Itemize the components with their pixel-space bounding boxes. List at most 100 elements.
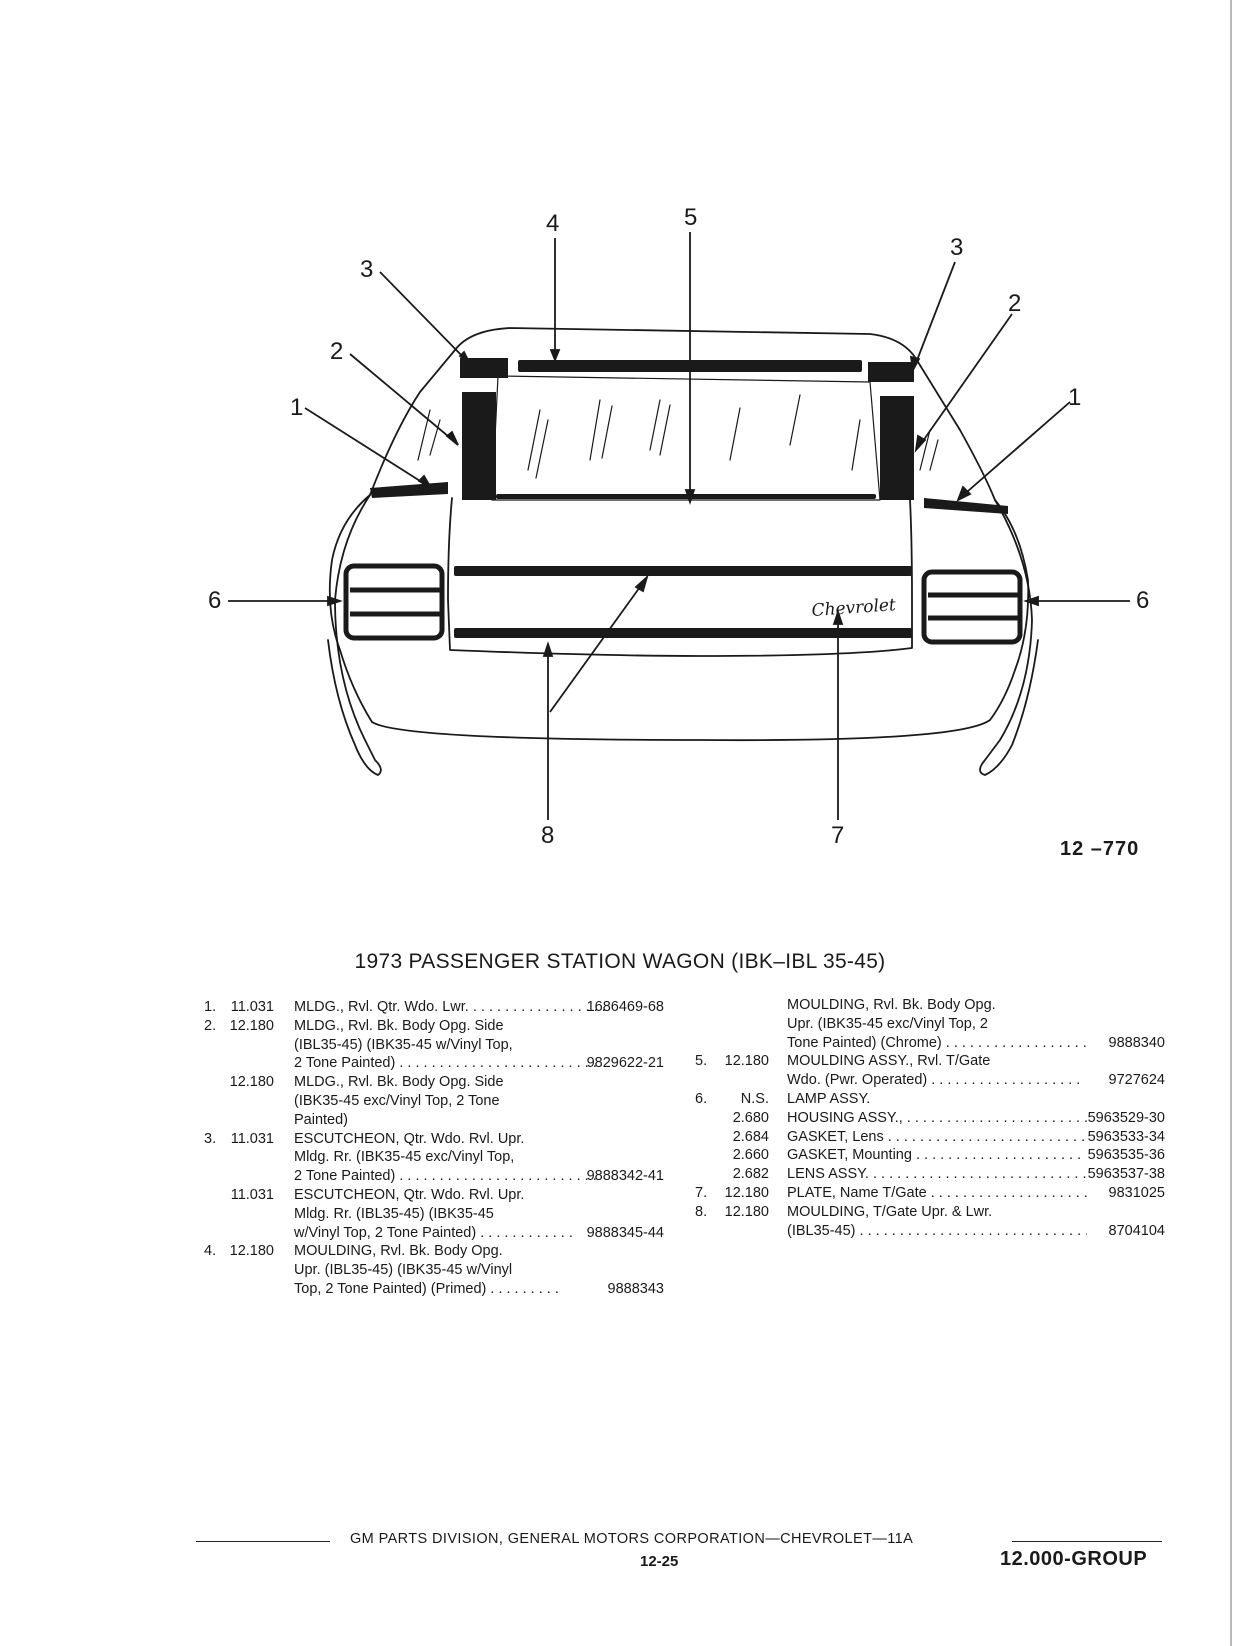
- callout-2-right: 2: [1008, 290, 1022, 317]
- part-description: (IBL35-45) (IBK35-45 w/Vinyl Top,: [294, 1036, 513, 1053]
- parts-row: Mldg. Rr. (IBK35-45 exc/Vinyl Top,: [204, 1148, 664, 1167]
- escutcheon-right: [868, 362, 914, 382]
- part-description: Upr. (IBL35-45) (IBK35-45 w/Vinyl: [294, 1262, 513, 1279]
- parts-row: 2.660 GASKET, Mounting . . . . . . . . . …: [695, 1146, 1165, 1165]
- group-code: N.S.: [740, 1090, 769, 1107]
- part-description: 2 Tone Painted) . . . . . . . . . . . . …: [294, 1168, 597, 1185]
- group-code: 2.682: [732, 1166, 769, 1183]
- item-number: 2.: [204, 1017, 217, 1034]
- qtr-moulding-left: [370, 482, 448, 498]
- parts-row: 2 Tone Painted) . . . . . . . . . . . . …: [204, 1054, 664, 1073]
- part-number: 5963533-34: [1087, 1128, 1165, 1145]
- parts-row: (IBL35-45) (IBK35-45 w/Vinyl Top,: [204, 1036, 664, 1055]
- group-code: 12.180: [229, 1017, 274, 1034]
- callout-8: 8: [541, 822, 555, 849]
- group-code: 11.031: [230, 1130, 274, 1147]
- group-code: 12.180: [229, 1074, 274, 1091]
- parts-row: 2. 12.180 MLDG., Rvl. Bk. Body Opg. Side: [204, 1017, 664, 1036]
- part-number: 9831025: [1108, 1184, 1165, 1201]
- callout-4: 4: [546, 210, 560, 237]
- group-code: 12.180: [724, 1203, 769, 1220]
- group-code: 11.031: [230, 1186, 274, 1203]
- part-description: MLDG., Rvl. Qtr. Wdo. Lwr. . . . . . . .…: [294, 999, 606, 1015]
- parts-row: Upr. (IBK35-45 exc/Vinyl Top, 2: [695, 1015, 1165, 1034]
- figure-number: 12 –770: [1060, 838, 1140, 860]
- part-description: (IBL35-45) . . . . . . . . . . . . . . .…: [787, 1222, 1087, 1239]
- part-description: MLDG., Rvl. Bk. Body Opg. Side: [294, 1017, 504, 1034]
- parts-row: w/Vinyl Top, 2 Tone Painted) . . . . . .…: [204, 1224, 664, 1243]
- parts-row: Painted): [204, 1111, 664, 1130]
- part-description: Mldg. Rr. (IBL35-45) (IBK35-45: [294, 1205, 494, 1222]
- callout-1-right: 1: [1068, 384, 1082, 411]
- group-code: 2.684: [732, 1128, 769, 1145]
- page-edge: [1230, 0, 1232, 1646]
- part-description: Wdo. (Pwr. Operated) . . . . . . . . . .…: [787, 1072, 1081, 1089]
- part-number: 1686469-68: [586, 999, 664, 1015]
- part-number: 9888340: [1108, 1034, 1165, 1051]
- parts-row: 3. 11.031 ESCUTCHEON, Qtr. Wdo. Rvl. Upr.: [204, 1130, 664, 1149]
- parts-row: (IBK35-45 exc/Vinyl Top, 2 Tone: [204, 1092, 664, 1111]
- qtr-moulding-right: [924, 498, 1008, 514]
- callout-6-right: 6: [1136, 587, 1150, 614]
- item-number: 7.: [695, 1184, 708, 1201]
- part-description: Mldg. Rr. (IBK35-45 exc/Vinyl Top,: [294, 1149, 515, 1166]
- callout-3-right: 3: [950, 234, 964, 261]
- callout-5: 5: [684, 204, 698, 231]
- tailgate-moulding-upper: [454, 566, 912, 576]
- part-description: PLATE, Name T/Gate . . . . . . . . . . .…: [787, 1184, 1087, 1201]
- tailgate-moulding-lower: [454, 628, 912, 638]
- part-number: 9829622-21: [586, 1055, 664, 1072]
- part-description: GASKET, Mounting . . . . . . . . . . . .…: [787, 1147, 1082, 1164]
- part-number: 5963529-30: [1087, 1109, 1165, 1126]
- parts-row: 7. 12.180 PLATE, Name T/Gate . . . . . . .…: [695, 1184, 1165, 1203]
- group-code: 2.660: [732, 1147, 769, 1164]
- part-description: MLDG., Rvl. Bk. Body Opg. Side: [294, 1074, 504, 1091]
- parts-list-right: MOULDING, Rvl. Bk. Body Opg. Upr. (IBK35-…: [695, 996, 1165, 1240]
- part-number: 9888342-41: [586, 1168, 664, 1185]
- chevrolet-nameplate: Chevrolet: [811, 595, 897, 621]
- parts-row: MOULDING, Rvl. Bk. Body Opg.: [695, 996, 1165, 1015]
- part-description: w/Vinyl Top, 2 Tone Painted) . . . . . .…: [294, 1224, 573, 1241]
- part-description: ESCUTCHEON, Qtr. Wdo. Rvl. Upr.: [294, 1186, 525, 1203]
- part-number: 9727624: [1108, 1072, 1165, 1089]
- footer-rule-left: [196, 1541, 330, 1542]
- footer-publisher: GM PARTS DIVISION, GENERAL MOTORS CORPOR…: [350, 1531, 914, 1547]
- item-number: 3.: [204, 1130, 217, 1147]
- body-outline-left: [328, 494, 373, 723]
- parts-row: 6. N.S. LAMP ASSY.: [695, 1090, 1165, 1109]
- group-code: 12.180: [724, 1053, 769, 1070]
- item-number: 6.: [695, 1090, 708, 1107]
- window-frame: [491, 375, 881, 501]
- left-quarter-sweep: [327, 494, 382, 776]
- tail-lamp-left: [343, 563, 445, 641]
- part-description: Top, 2 Tone Painted) (Primed) . . . . . …: [294, 1280, 559, 1297]
- escutcheon-left: [460, 358, 508, 378]
- part-number: 8704104: [1108, 1222, 1165, 1239]
- side-moulding-left: [462, 392, 496, 500]
- tail-lamp-right: [921, 569, 1023, 645]
- parts-row: 2 Tone Painted) . . . . . . . . . . . . …: [204, 1167, 664, 1186]
- item-number: 5.: [695, 1053, 708, 1070]
- part-description: ESCUTCHEON, Qtr. Wdo. Rvl. Upr.: [294, 1130, 525, 1147]
- part-description: LAMP ASSY.: [787, 1090, 871, 1107]
- parts-row: (IBL35-45) . . . . . . . . . . . . . . .…: [695, 1222, 1165, 1241]
- roof-outline: [454, 327, 996, 501]
- part-description: MOULDING, Rvl. Bk. Body Opg.: [787, 997, 996, 1013]
- group-code: 12.180: [724, 1184, 769, 1201]
- part-description: GASKET, Lens . . . . . . . . . . . . . .…: [787, 1128, 1087, 1145]
- item-number: 1.: [204, 999, 217, 1015]
- body-outline-right: [989, 499, 1030, 721]
- part-number: 5963537-38: [1087, 1166, 1165, 1183]
- item-number: 8.: [695, 1203, 708, 1220]
- tailgate-panel: [447, 497, 913, 657]
- tailgate-diagram: Chevrolet: [228, 232, 1130, 820]
- callout-3-left: 3: [360, 256, 374, 283]
- parts-list-left: 1. 11.031 MLDG., Rvl. Qtr. Wdo. Lwr. . . .…: [204, 998, 664, 1299]
- page-title: 1973 PASSENGER STATION WAGON (IBK–IBL 35…: [354, 950, 886, 973]
- item-number: 4.: [204, 1243, 217, 1260]
- parts-row: 11.031 ESCUTCHEON, Qtr. Wdo. Rvl. Upr.: [204, 1186, 664, 1205]
